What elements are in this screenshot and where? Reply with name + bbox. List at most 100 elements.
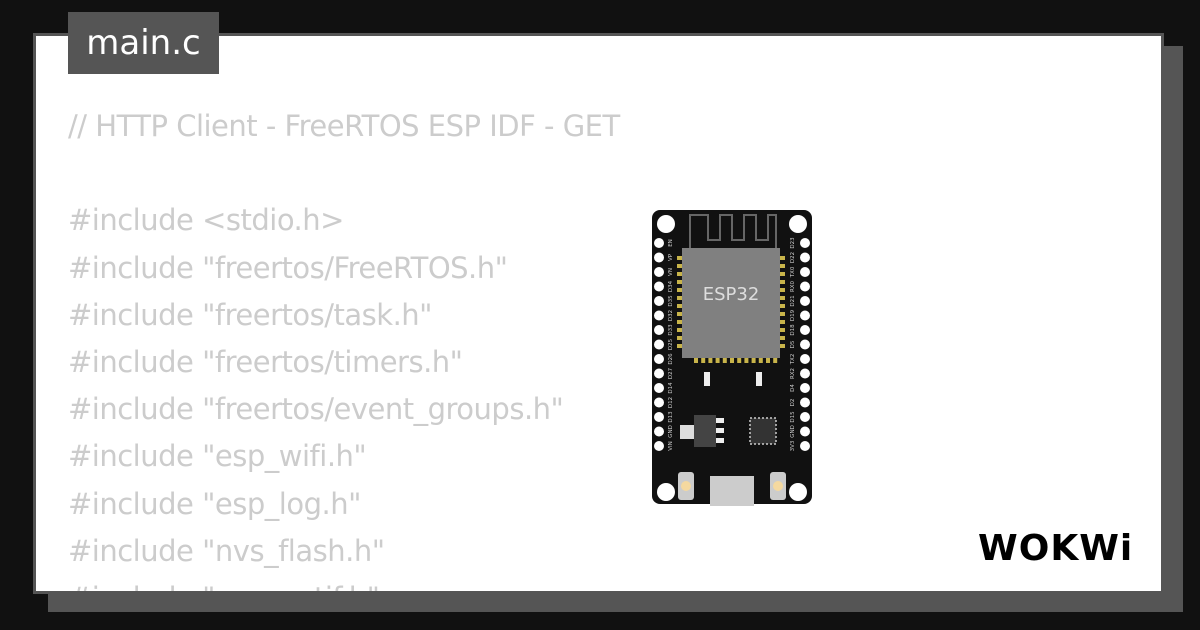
chip-pads: [677, 256, 785, 363]
chip-pad: [758, 358, 763, 363]
chip-pad: [780, 344, 785, 348]
chip-pad: [677, 264, 682, 268]
code-view: // HTTP Client - FreeRTOS ESP IDF - GET …: [68, 103, 620, 591]
pin-d4[interactable]: [800, 383, 810, 393]
chip-pad: [780, 296, 785, 300]
wokwi-logo: WOKWi: [978, 528, 1134, 569]
esp32-board: ESP32 ENVPVND34D35D32D33D25D26D27D14D12D…: [652, 210, 812, 506]
chip-pad: [708, 358, 713, 363]
pin-label: D35: [668, 295, 674, 307]
pin-vp[interactable]: [654, 252, 664, 263]
file-tab[interactable]: main.c: [68, 12, 219, 74]
pin-rx2[interactable]: [800, 368, 810, 379]
code-line: #include "nvs_flash.h": [68, 533, 385, 568]
voltage-regulator: [694, 415, 716, 447]
pin-label: D21: [790, 295, 796, 306]
pin-d14[interactable]: [654, 383, 664, 393]
chip-pad: [744, 358, 749, 363]
mount-hole: [789, 483, 807, 501]
pin-d32[interactable]: [654, 310, 664, 321]
chip-pad: [773, 358, 778, 363]
pin-d13[interactable]: [654, 412, 664, 422]
led: [756, 372, 762, 386]
chip-label: ESP32: [703, 284, 760, 305]
pin-en[interactable]: [654, 238, 664, 248]
chip-pad: [677, 320, 682, 324]
pin-label: D15: [790, 411, 796, 423]
pin-label: TX2: [790, 354, 796, 366]
antenna-trace: [689, 214, 777, 250]
pin-label: D12: [668, 397, 674, 408]
chip-pad: [677, 280, 682, 284]
chip-pad: [780, 288, 785, 292]
pin-label: GND: [790, 425, 796, 438]
chip-pad: [677, 312, 682, 316]
pin-label: D13: [668, 411, 674, 423]
chip-pad: [780, 256, 785, 260]
regulator-pin: [716, 428, 724, 433]
pin-vin[interactable]: [654, 441, 664, 451]
code-line: #include "freertos/event_groups.h": [68, 392, 564, 427]
chip-pad: [677, 272, 682, 276]
regulator-pin: [716, 438, 724, 443]
pin-d2[interactable]: [800, 397, 810, 408]
chip-pad: [677, 304, 682, 308]
pin-d19[interactable]: [800, 310, 810, 321]
pin-d18[interactable]: [800, 325, 810, 335]
led: [704, 372, 710, 386]
pin-d34[interactable]: [654, 281, 664, 292]
pin-d15[interactable]: [800, 412, 810, 422]
pin-d27[interactable]: [654, 368, 664, 379]
pin-label: RX2: [790, 368, 796, 379]
pin-rx0[interactable]: [800, 281, 810, 292]
pin-label: D2: [790, 399, 796, 407]
pin-d21[interactable]: [800, 296, 810, 306]
usb-uart-chip: [749, 417, 777, 445]
pin-tx0[interactable]: [800, 267, 810, 277]
chip-pad: [715, 358, 720, 363]
pin-label: D23: [790, 237, 796, 249]
pin-label: D22: [790, 252, 796, 263]
pin-label: GND: [668, 425, 674, 438]
code-line: #include "freertos/timers.h": [68, 345, 463, 380]
pin-label: D14: [668, 382, 674, 394]
esp32-chip: [682, 248, 780, 358]
pin-d35[interactable]: [654, 296, 664, 306]
code-panel: // HTTP Client - FreeRTOS ESP IDF - GET …: [33, 33, 1164, 594]
chip-pad: [677, 256, 682, 260]
chip-pad: [730, 358, 734, 363]
pin-gnd[interactable]: [654, 426, 664, 437]
pin-d23[interactable]: [800, 238, 810, 248]
pin-d26[interactable]: [654, 354, 664, 364]
code-line: #include "esp_netif.h": [68, 581, 380, 591]
pin-d5[interactable]: [800, 339, 810, 350]
mount-hole: [789, 215, 807, 233]
chip-pad: [780, 336, 785, 340]
pin-label: D34: [668, 280, 674, 292]
regulator-pin: [716, 418, 724, 423]
chip-pad: [780, 272, 785, 276]
code-line: #include "esp_log.h": [68, 486, 361, 521]
chip-pad: [737, 358, 742, 363]
chip-pad: [694, 358, 698, 363]
pin-d22[interactable]: [800, 252, 810, 263]
chip-pad: [780, 312, 785, 316]
pin-vn[interactable]: [654, 267, 664, 277]
pin-gnd[interactable]: [800, 426, 810, 437]
chip-pad: [780, 304, 785, 308]
button-cap: [681, 481, 691, 491]
pin-label: 3V3: [790, 440, 796, 451]
pin-label: TX0: [790, 266, 796, 278]
pin-d12[interactable]: [654, 397, 664, 408]
pin-tx2[interactable]: [800, 354, 810, 364]
pin-label: D27: [668, 367, 674, 379]
chip-pad: [780, 328, 785, 332]
pin-3v3[interactable]: [800, 441, 810, 451]
pin-d25[interactable]: [654, 339, 664, 350]
header-pins: ENVPVND34D35D32D33D25D26D27D14D12D13GNDV…: [654, 237, 810, 451]
pin-label: VN: [668, 268, 674, 276]
code-line: #include "esp_wifi.h": [68, 439, 367, 474]
pin-d33[interactable]: [654, 325, 664, 335]
pin-label: D18: [790, 324, 796, 336]
pin-label: EN: [668, 239, 674, 247]
